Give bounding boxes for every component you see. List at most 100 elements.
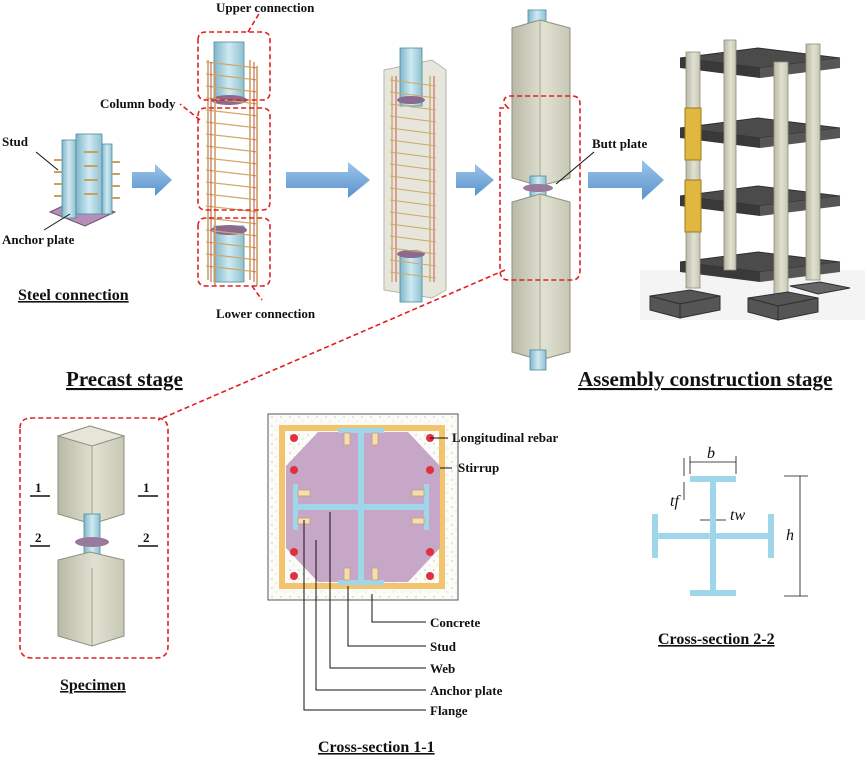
stud-leader [35, 151, 59, 171]
stud-section-label: Stud [430, 639, 457, 654]
stirrup-rung [205, 253, 259, 261]
flow-arrow-4 [588, 160, 664, 200]
stirrup-rung [389, 175, 437, 183]
upper-connection-box [197, 31, 271, 101]
upper-connection-label: Upper connection [216, 0, 315, 15]
stirrup-rung [205, 229, 259, 237]
assembled-column [511, 9, 571, 371]
upper-connection-callout [247, 11, 261, 33]
cross-section-2-2-title: Cross-section 2-2 [658, 631, 775, 648]
dim-h-label: h [786, 527, 794, 544]
dim-tw-label: tw [730, 507, 745, 524]
flow-arrow-1 [132, 164, 172, 196]
stirrup-label: Stirrup [458, 460, 499, 475]
assembled-frame [640, 39, 865, 321]
anchor-plate-section-label: Anchor plate [430, 683, 503, 698]
web-horizontal [296, 504, 426, 510]
flange-bottom [338, 580, 384, 585]
butt-plate-label: Butt plate [592, 136, 647, 151]
stirrup-rung [205, 205, 259, 213]
bottom-steel-stub [529, 349, 547, 371]
cross-section-2-2 [652, 476, 774, 596]
highlight-column-lower [684, 179, 702, 233]
stirrup-rung [205, 181, 259, 189]
stirrup-rung [205, 241, 259, 249]
stirrup-rung [389, 187, 437, 195]
precast-column [383, 47, 447, 303]
web-label: Web [430, 661, 455, 676]
dim-tf-label: tf [670, 493, 681, 510]
specimen-title: Specimen [60, 677, 126, 694]
lower-column-segment [511, 193, 571, 361]
stirrup-rung [205, 97, 259, 105]
stirrup-rung [389, 271, 437, 279]
steel-flange-right [101, 143, 113, 215]
column-body-box [197, 107, 271, 211]
stirrup-rung [205, 217, 259, 225]
stirrup-rung [389, 103, 437, 111]
precast-upper-steel [399, 47, 423, 107]
butt-plate-shape [523, 184, 553, 192]
stirrup-rung [205, 85, 259, 93]
specimen-model [56, 425, 126, 647]
section-2-right: 2 [143, 530, 150, 545]
dimension-lines [683, 456, 808, 597]
stirrup-rung [389, 223, 437, 231]
stirrup-rung [389, 91, 437, 99]
concrete-label: Concrete [430, 615, 481, 630]
stirrup-rung [389, 115, 437, 123]
stirrup-rung [389, 199, 437, 207]
section-1-right: 1 [143, 480, 150, 495]
lower-connection-box [197, 217, 271, 287]
flow-arrow-2 [286, 162, 370, 198]
section-2-left: 2 [35, 530, 42, 545]
precast-lower-steel [399, 251, 423, 303]
lower-connection-callout [251, 285, 263, 301]
upper-column-segment [511, 19, 571, 187]
specimen-butt-plate [75, 537, 109, 547]
flange-top [338, 428, 384, 433]
lower-steel-connection [213, 225, 245, 283]
stirrup-rung [205, 109, 259, 117]
highlight-column-upper [684, 107, 702, 161]
stirrup-rung [389, 139, 437, 147]
stirrup-rung [389, 163, 437, 171]
stirrup-rung [205, 121, 259, 129]
precast-upper-plate [397, 96, 425, 104]
stirrup-rung [205, 265, 259, 273]
butt-joint-box [499, 95, 581, 281]
steel-connection-model [35, 133, 120, 231]
stirrup-rung [205, 157, 259, 165]
anchor-plate-leader [43, 213, 71, 231]
stud-rows [54, 151, 120, 199]
steel-web-body [75, 133, 103, 215]
anchor-plate-label: Anchor plate [2, 232, 75, 247]
stirrup-rung [205, 133, 259, 141]
steel-flange-left [61, 139, 77, 219]
stud-label: Stud [2, 134, 29, 149]
section-leaders [303, 437, 452, 711]
stirrup-rung [389, 235, 437, 243]
stirrup-rung [389, 151, 437, 159]
section-1-left: 1 [35, 480, 42, 495]
upper-steel-connection [213, 41, 245, 103]
specimen-connector-line [157, 269, 506, 421]
section-markers [30, 495, 158, 547]
flange-left [293, 484, 298, 530]
specimen-box [19, 417, 169, 659]
stirrup-rung [205, 169, 259, 177]
steel-connection-title: Steel connection [18, 287, 129, 304]
stirrup-rung [205, 73, 259, 81]
stirrup-rung [389, 259, 437, 267]
lower-connection-label: Lower connection [216, 306, 316, 321]
cross-section-1-1-title: Cross-section 1-1 [318, 739, 435, 756]
column-body-label: Column body [100, 96, 176, 111]
stirrup-rung [389, 79, 437, 87]
cross-section-1-1 [267, 413, 459, 601]
precast-stage-title: Precast stage [66, 367, 183, 391]
dim-b-label: b [707, 445, 715, 462]
stirrup-rung [205, 193, 259, 201]
column-body-callout [179, 103, 201, 121]
stirrup-rung [389, 127, 437, 135]
